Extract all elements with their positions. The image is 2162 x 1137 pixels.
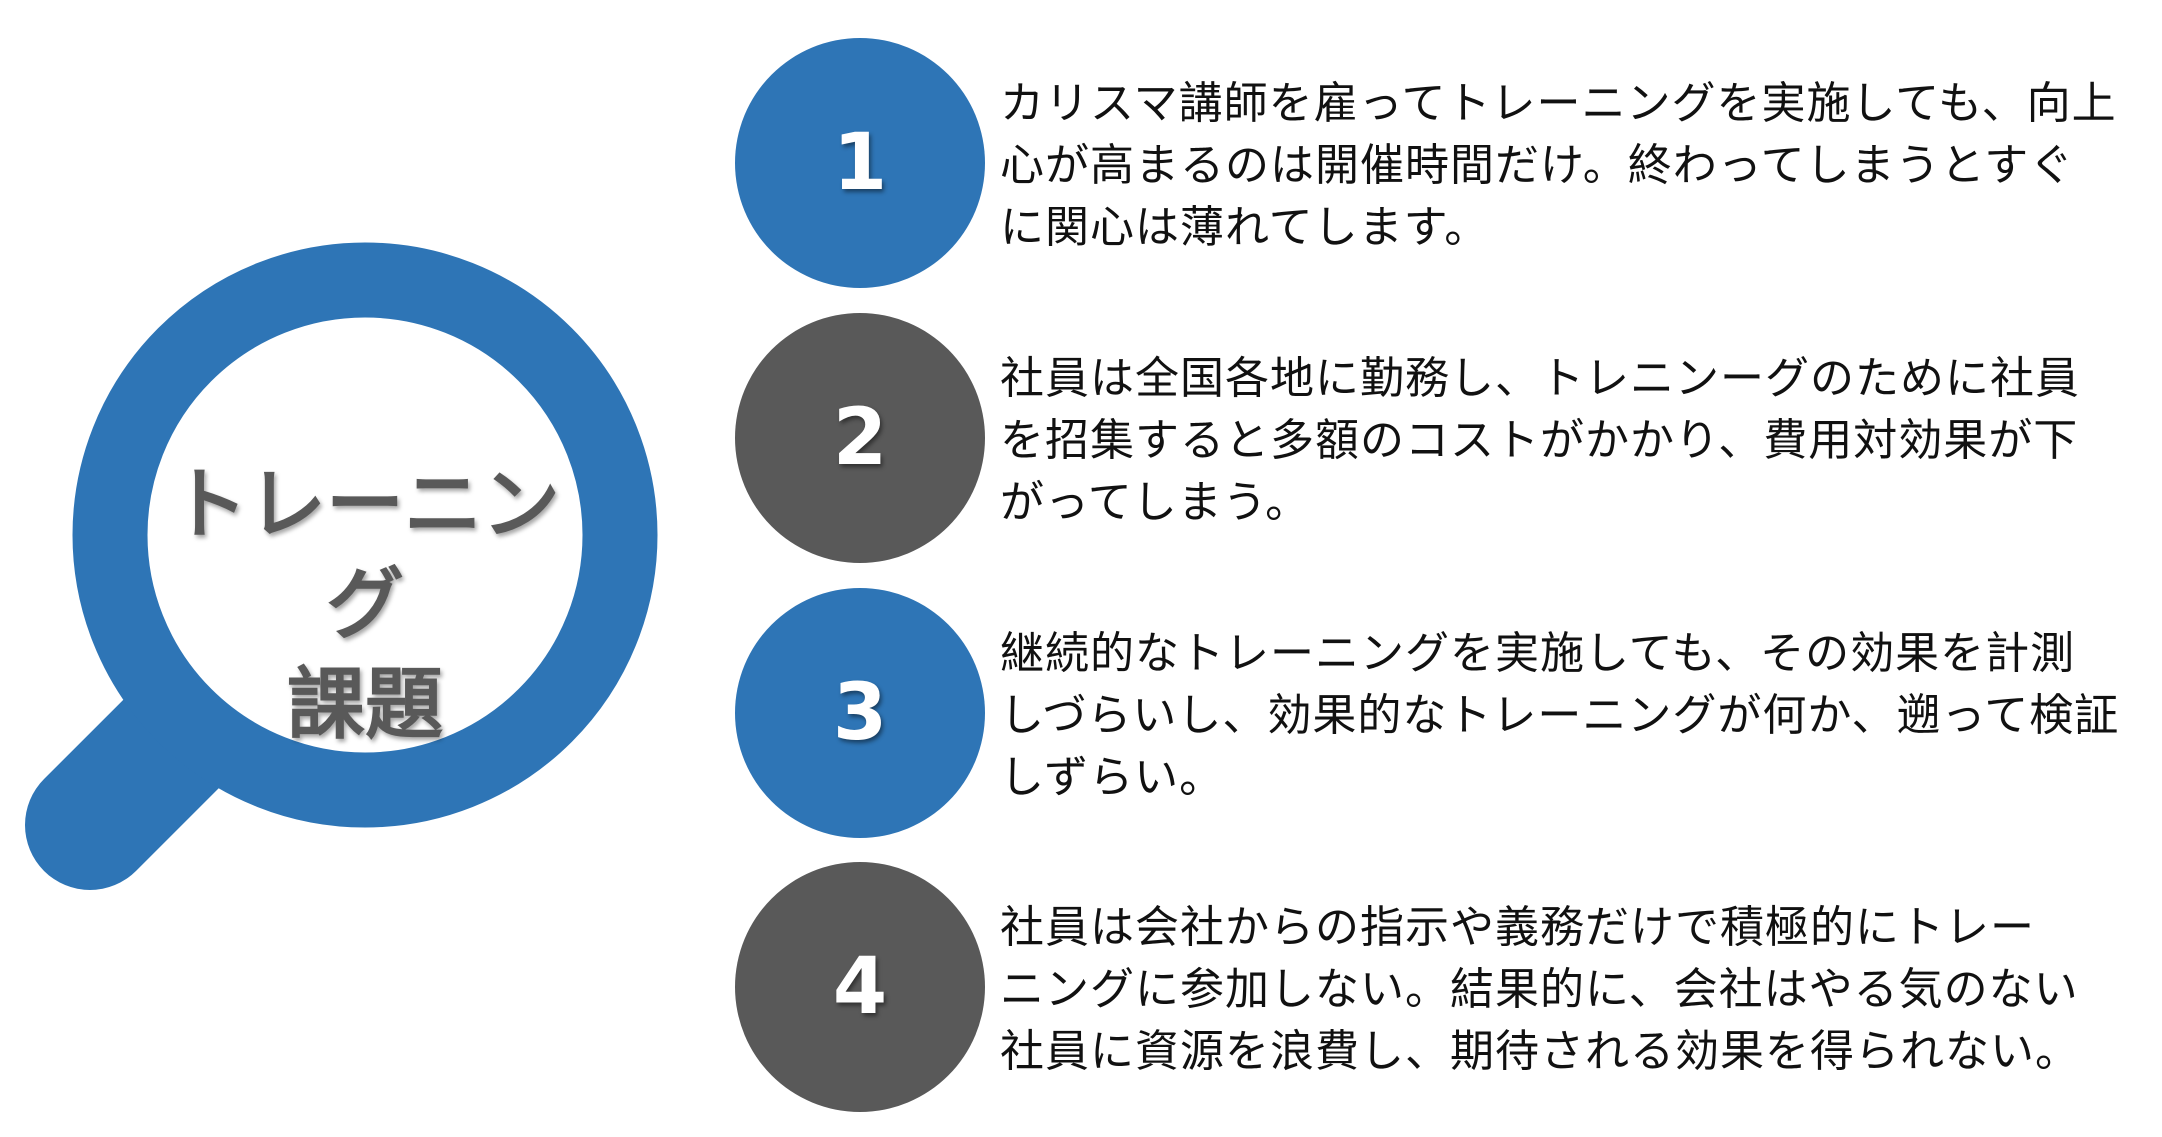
issue-text-4: 社員は会社からの指示や義務だけで積極的にトレー ニングに参加しない。結果的に、会…: [1000, 902, 2080, 1077]
issue-number-badge-1: 1: [735, 38, 985, 288]
issue-item-3: 3 継続的なトレーニングを実施しても、その効果を計測 しづらいし、効果的なトレー…: [735, 588, 2135, 838]
lens-title-line-2: 課題: [286, 660, 443, 750]
issue-text-2: 社員は全国各地に勤務し、トレニンーグのために社員 を招集すると多額のコストがかか…: [1000, 353, 2080, 528]
issue-text-3: 継続的なトレーニングを実施しても、その効果を計測 しづらいし、効果的なトレーニン…: [1000, 628, 2120, 803]
issue-item-1: 1 カリスマ講師を雇ってトレーニングを実施しても、向上 心が高まるのは開催時間だ…: [735, 38, 2135, 288]
magnifier-ring: [72, 242, 658, 828]
lens-title: トレーニング 課題: [135, 455, 595, 755]
issue-item-4: 4 社員は会社からの指示や義務だけで積極的にトレー ニングに参加しない。結果的に…: [735, 862, 2135, 1112]
issue-number-badge-2: 2: [735, 313, 985, 563]
lens-title-line-1: トレーニング: [169, 460, 560, 650]
issue-number-badge-4: 4: [735, 862, 985, 1112]
issue-number-badge-3: 3: [735, 588, 985, 838]
issue-item-2: 2 社員は全国各地に勤務し、トレニンーグのために社員 を招集すると多額のコストが…: [735, 313, 2135, 563]
issue-text-1: カリスマ講師を雇ってトレーニングを実施しても、向上 心が高まるのは開催時間だけ。…: [1000, 78, 2117, 253]
